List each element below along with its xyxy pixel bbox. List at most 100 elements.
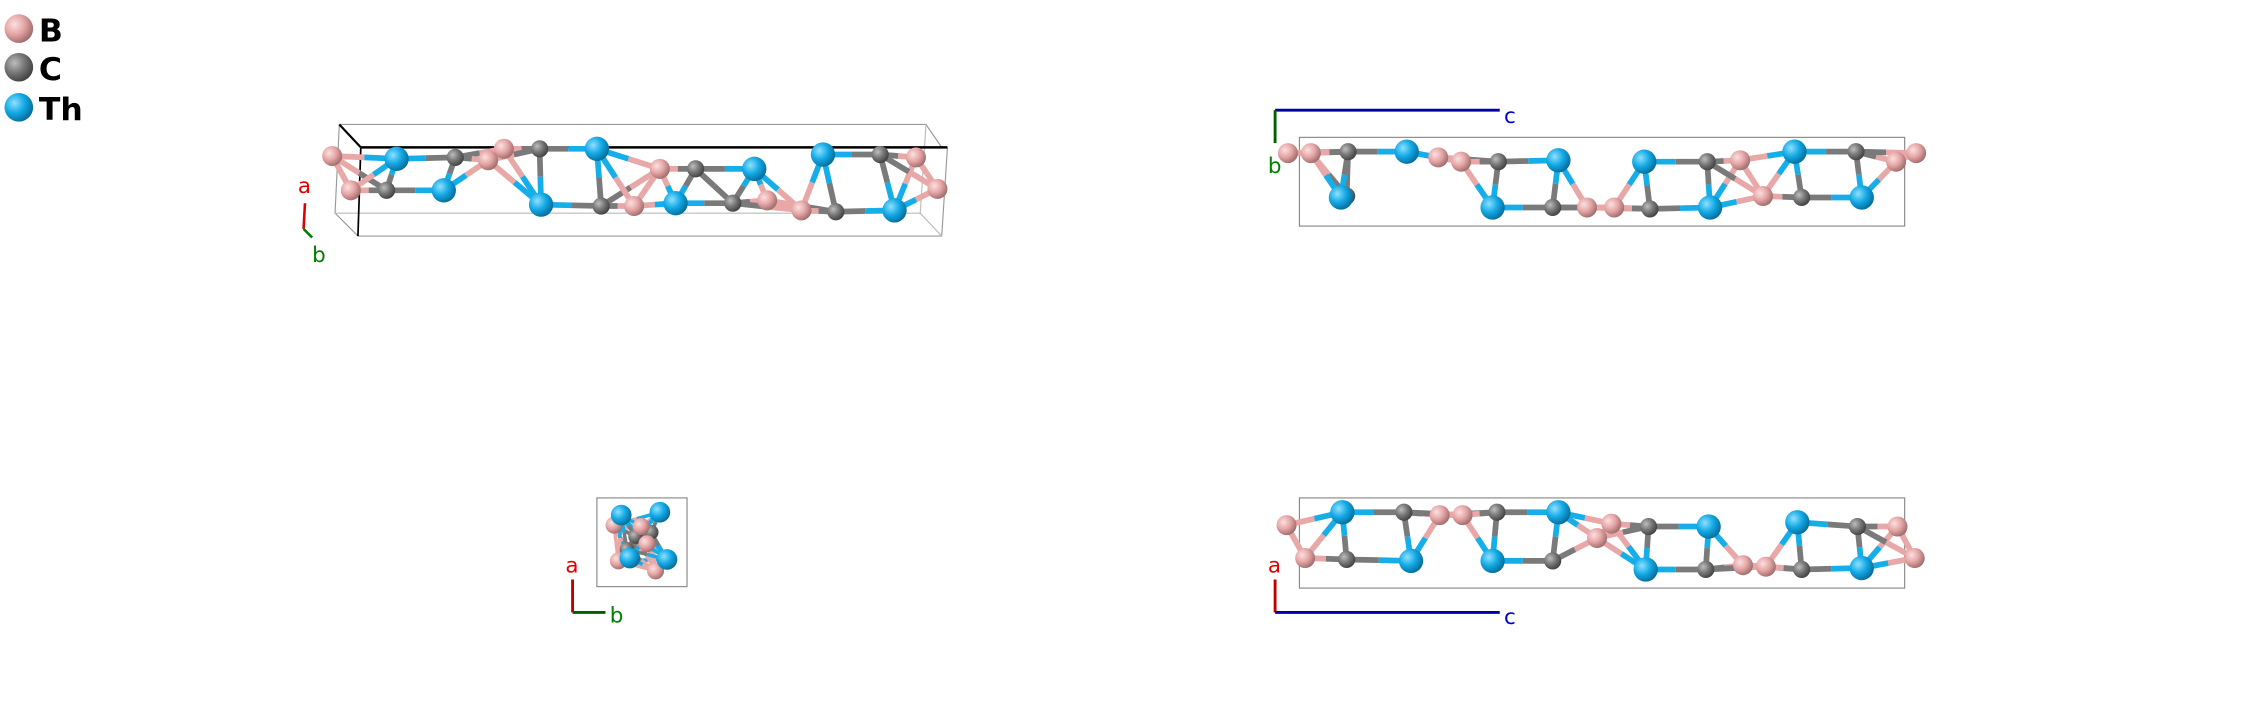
c-atom	[1639, 517, 1658, 536]
th-atom	[1632, 149, 1657, 174]
b-atom	[927, 178, 948, 199]
atoms-layer	[322, 136, 1927, 582]
c-atom	[1848, 517, 1867, 536]
th-atom	[1330, 500, 1355, 525]
c-atom	[1697, 560, 1715, 579]
legend-label: Th	[39, 92, 83, 128]
c-atom	[1489, 153, 1507, 171]
b-atom	[1277, 143, 1298, 164]
axes-perspective: a b	[298, 174, 326, 268]
axes-ac: a c	[1268, 553, 1516, 630]
b-atom	[1577, 197, 1598, 218]
th-atom	[610, 504, 632, 526]
a-axis-label: a	[298, 174, 311, 199]
b-atom	[478, 150, 499, 171]
c-atom	[1544, 198, 1562, 217]
th-atom	[1546, 500, 1571, 525]
b-atom	[905, 147, 926, 168]
boron-sphere-icon	[4, 14, 34, 43]
structure-view-perspective	[322, 136, 948, 223]
b-atom	[1752, 186, 1774, 207]
b-atom	[1428, 147, 1449, 168]
b-atom	[1295, 548, 1316, 569]
th-atom	[882, 198, 907, 223]
b-atom	[1730, 150, 1751, 171]
th-atom	[1782, 139, 1807, 164]
th-atom	[1785, 510, 1810, 535]
th-atom	[1398, 548, 1424, 574]
c-atom	[1793, 560, 1811, 579]
th-atom	[1480, 195, 1505, 220]
th-atom	[1696, 514, 1721, 539]
axes-bc: c b	[1268, 104, 1516, 179]
c-atom	[531, 140, 549, 158]
c-atom	[446, 148, 464, 166]
b-atom	[791, 200, 812, 221]
structure-view-bc	[1277, 139, 1927, 220]
c-axis-label: c	[1504, 605, 1516, 630]
th-atom	[1480, 548, 1505, 574]
b-atom	[624, 196, 645, 217]
th-atom	[1849, 185, 1874, 210]
th-atom	[1394, 139, 1419, 164]
c-axis-label: c	[1504, 104, 1516, 129]
b-atom	[322, 145, 343, 166]
b-atom	[1451, 151, 1472, 172]
b-atom	[1601, 513, 1622, 534]
c-atom	[1793, 188, 1811, 207]
a-axis-line	[302, 203, 307, 230]
th-atom	[584, 136, 610, 161]
b-atom	[1904, 548, 1925, 569]
structure-view-ac	[1276, 500, 1925, 582]
b-atom	[1906, 143, 1927, 164]
legend-label: C	[39, 52, 62, 88]
c-atom	[377, 181, 396, 199]
b-axis-label: b	[610, 603, 624, 628]
a-axis-label: a	[565, 553, 578, 578]
b-atom	[638, 535, 656, 553]
th-atom	[1546, 148, 1571, 173]
c-atom	[871, 145, 889, 164]
b-atom	[649, 158, 670, 179]
c-atom	[1847, 143, 1865, 161]
c-atom	[1395, 503, 1413, 521]
b-axis-label: b	[1268, 154, 1282, 179]
b-atom	[340, 180, 361, 201]
legend-item-b: B	[4, 13, 63, 49]
carbon-sphere-icon	[4, 52, 34, 82]
a-axis-label: a	[1268, 553, 1281, 578]
c-atom	[1544, 552, 1562, 570]
b-atom	[757, 190, 778, 211]
b-atom	[1887, 516, 1908, 537]
c-atom	[1339, 143, 1357, 161]
th-atom	[1328, 185, 1354, 210]
th-atom	[1697, 195, 1723, 220]
unit-cell-ab	[596, 497, 688, 588]
b-atom	[493, 138, 514, 159]
element-legend: B C Th	[4, 13, 83, 128]
th-atom	[384, 146, 409, 171]
b-atom	[1604, 197, 1625, 218]
c-atom	[687, 160, 705, 178]
th-atom	[810, 142, 836, 167]
c-atom	[724, 194, 742, 212]
b-axis-label: b	[312, 243, 326, 268]
th-atom	[431, 178, 456, 203]
legend-item-c: C	[4, 52, 62, 88]
th-atom	[528, 192, 554, 217]
c-atom	[1488, 503, 1506, 521]
b-atom	[1276, 515, 1297, 536]
th-atom	[656, 549, 678, 570]
th-atom	[649, 501, 671, 523]
b-atom	[1300, 143, 1321, 164]
b-atom	[1732, 555, 1753, 576]
b-atom	[1886, 151, 1907, 172]
bonds	[1287, 148, 1918, 212]
c-atom	[1698, 153, 1716, 171]
unit-cell-bc	[1298, 136, 1906, 227]
legend-label: B	[39, 13, 63, 49]
th-atom	[663, 191, 688, 216]
th-atom	[1633, 557, 1658, 582]
